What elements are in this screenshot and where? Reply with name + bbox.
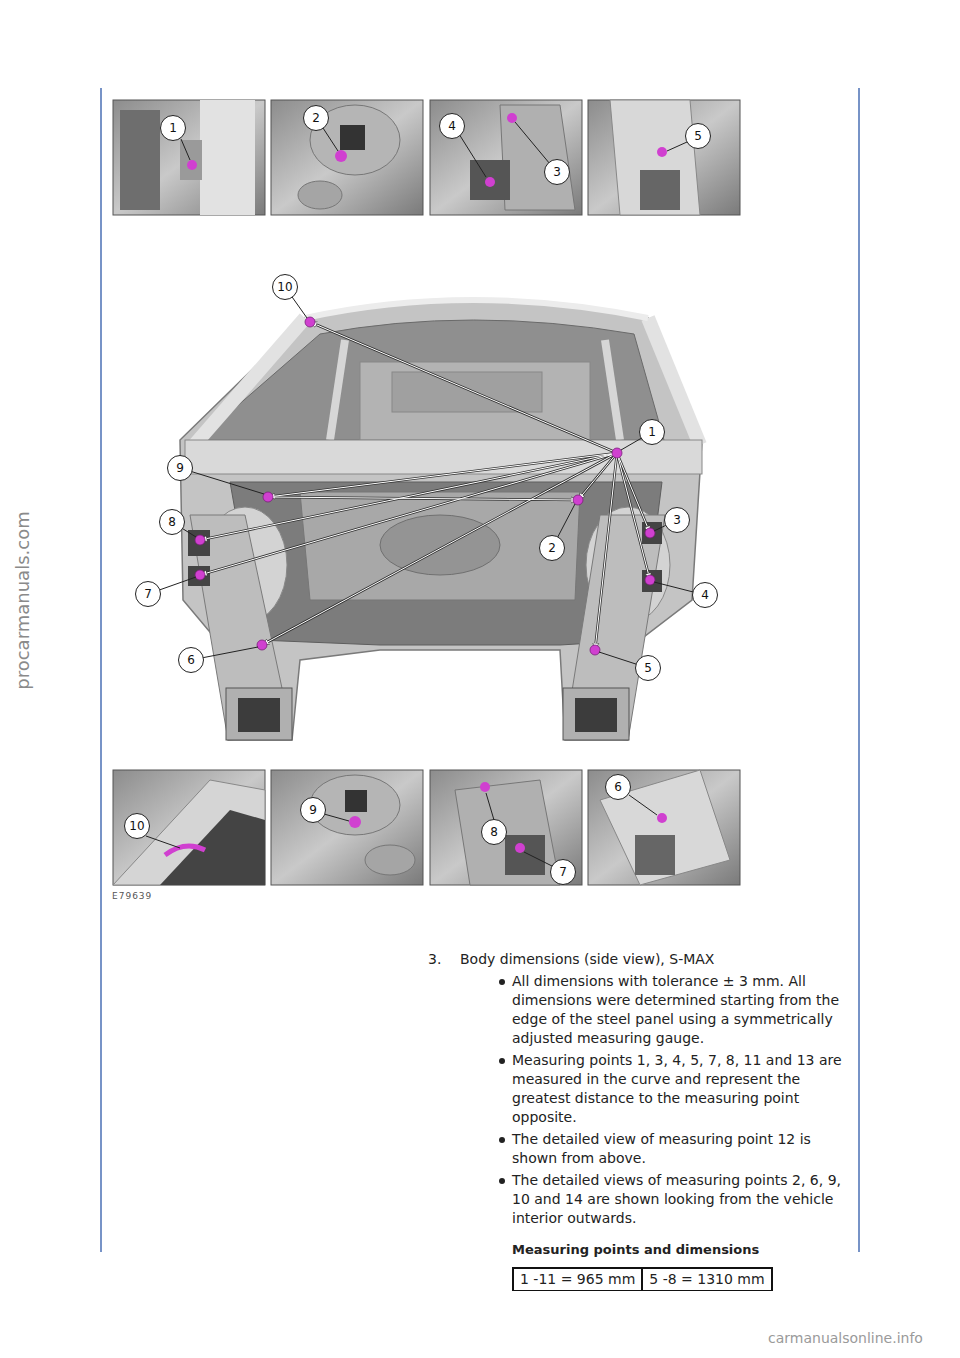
callout-number: 8 xyxy=(481,819,507,845)
callout-number: 9 xyxy=(300,797,326,823)
callout-number: 8 xyxy=(159,509,185,535)
bullet-text: The detailed view of measuring point 12 … xyxy=(512,1130,852,1168)
detail-photo xyxy=(588,100,740,215)
bullet-text: Measuring points 1, 3, 4, 5, 7, 8, 11 an… xyxy=(512,1051,852,1127)
detail-photo xyxy=(271,100,423,215)
bullet-dot xyxy=(499,1178,505,1184)
detail-photo xyxy=(113,100,265,215)
body-shell-illustration xyxy=(180,300,702,740)
callout-number: 10 xyxy=(124,813,150,839)
text-column: Body dimensions (side view), S-MAX All di… xyxy=(460,950,855,1291)
callout-number: 10 xyxy=(272,274,298,300)
callout-number: 4 xyxy=(692,582,718,608)
table-cell: 5 -8 = 1310 mm xyxy=(643,1269,772,1291)
watermark: carmanualsonline.info xyxy=(768,1330,923,1346)
detail-photo xyxy=(430,770,582,885)
step-number: 3. xyxy=(428,950,441,969)
callout-number: 1 xyxy=(639,419,665,445)
step-heading: Body dimensions (side view), S-MAX xyxy=(460,950,855,969)
callout-number: 5 xyxy=(685,123,711,149)
callout-number: 7 xyxy=(135,581,161,607)
callout-number: 4 xyxy=(439,113,465,139)
callout-number: 6 xyxy=(178,647,204,673)
callout-number: 6 xyxy=(605,774,631,800)
watermark: procarmanuals.com xyxy=(12,501,33,701)
measuring-point xyxy=(195,317,655,655)
callout-number: 5 xyxy=(635,655,661,681)
figure-code: E79639 xyxy=(112,891,152,901)
table-cell: 1 -11 = 965 mm xyxy=(514,1269,643,1291)
bullet-item: Measuring points 1, 3, 4, 5, 7, 8, 11 an… xyxy=(460,1051,855,1127)
margin-rule xyxy=(100,88,102,1252)
bullet-item: The detailed views of measuring points 2… xyxy=(460,1171,855,1228)
callout-number: 7 xyxy=(550,859,576,885)
callout-number: 2 xyxy=(303,105,329,131)
bullet-dot xyxy=(499,979,505,985)
bullet-text: All dimensions with tolerance ± 3 mm. Al… xyxy=(512,972,852,1048)
bullet-item: All dimensions with tolerance ± 3 mm. Al… xyxy=(460,972,855,1048)
callout-number: 9 xyxy=(167,455,193,481)
callout-number: 3 xyxy=(544,159,570,185)
measuring-line xyxy=(200,322,650,650)
detail-photo xyxy=(588,770,740,885)
callout-number: 1 xyxy=(160,115,186,141)
bullet-item: The detailed view of measuring point 12 … xyxy=(460,1130,855,1168)
detail-photo xyxy=(430,100,582,215)
detail-photo xyxy=(271,770,423,885)
bullet-dot xyxy=(499,1058,505,1064)
margin-rule xyxy=(858,88,860,1252)
bullet-text: The detailed views of measuring points 2… xyxy=(512,1171,852,1228)
callout-number: 2 xyxy=(539,535,565,561)
callout-number: 3 xyxy=(664,507,690,533)
detail-photo xyxy=(113,770,265,885)
table-heading: Measuring points and dimensions xyxy=(512,1240,855,1259)
dimension-table: 1 -11 = 965 mm5 -8 = 1310 mm xyxy=(512,1267,773,1291)
bullet-dot xyxy=(499,1137,505,1143)
leader-line xyxy=(148,287,705,668)
